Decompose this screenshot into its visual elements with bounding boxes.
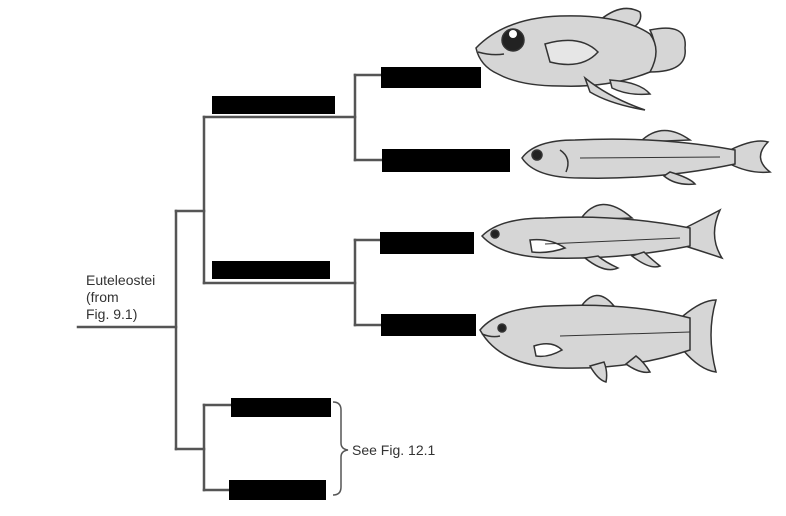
trout-fish-icon bbox=[480, 203, 724, 271]
redacted-label-taxon-1 bbox=[381, 67, 481, 88]
redacted-label-taxon-4 bbox=[381, 314, 476, 336]
redacted-label-taxon-5 bbox=[231, 398, 331, 417]
root-label: Euteleostei (from Fig. 9.1) bbox=[86, 272, 159, 322]
root-label-line-2: (from bbox=[86, 289, 119, 305]
redacted-label-taxon-2 bbox=[382, 149, 510, 172]
elongate-fish-icon bbox=[521, 129, 772, 186]
tree-branches bbox=[76, 73, 384, 492]
redacted-label-clade-lower bbox=[212, 261, 330, 279]
root-label-line-1: Euteleostei bbox=[86, 272, 155, 288]
root-label-line-3: Fig. 9.1) bbox=[86, 306, 137, 322]
redacted-labels bbox=[212, 67, 510, 500]
bracket bbox=[332, 401, 349, 496]
redacted-label-clade-upper bbox=[212, 96, 335, 114]
bracket-note: See Fig. 12.1 bbox=[352, 442, 435, 458]
salmon-fish-icon bbox=[479, 294, 718, 383]
redacted-label-taxon-3 bbox=[380, 232, 474, 254]
anglerlike-fish-icon bbox=[475, 7, 686, 111]
redacted-label-taxon-6 bbox=[229, 480, 326, 500]
